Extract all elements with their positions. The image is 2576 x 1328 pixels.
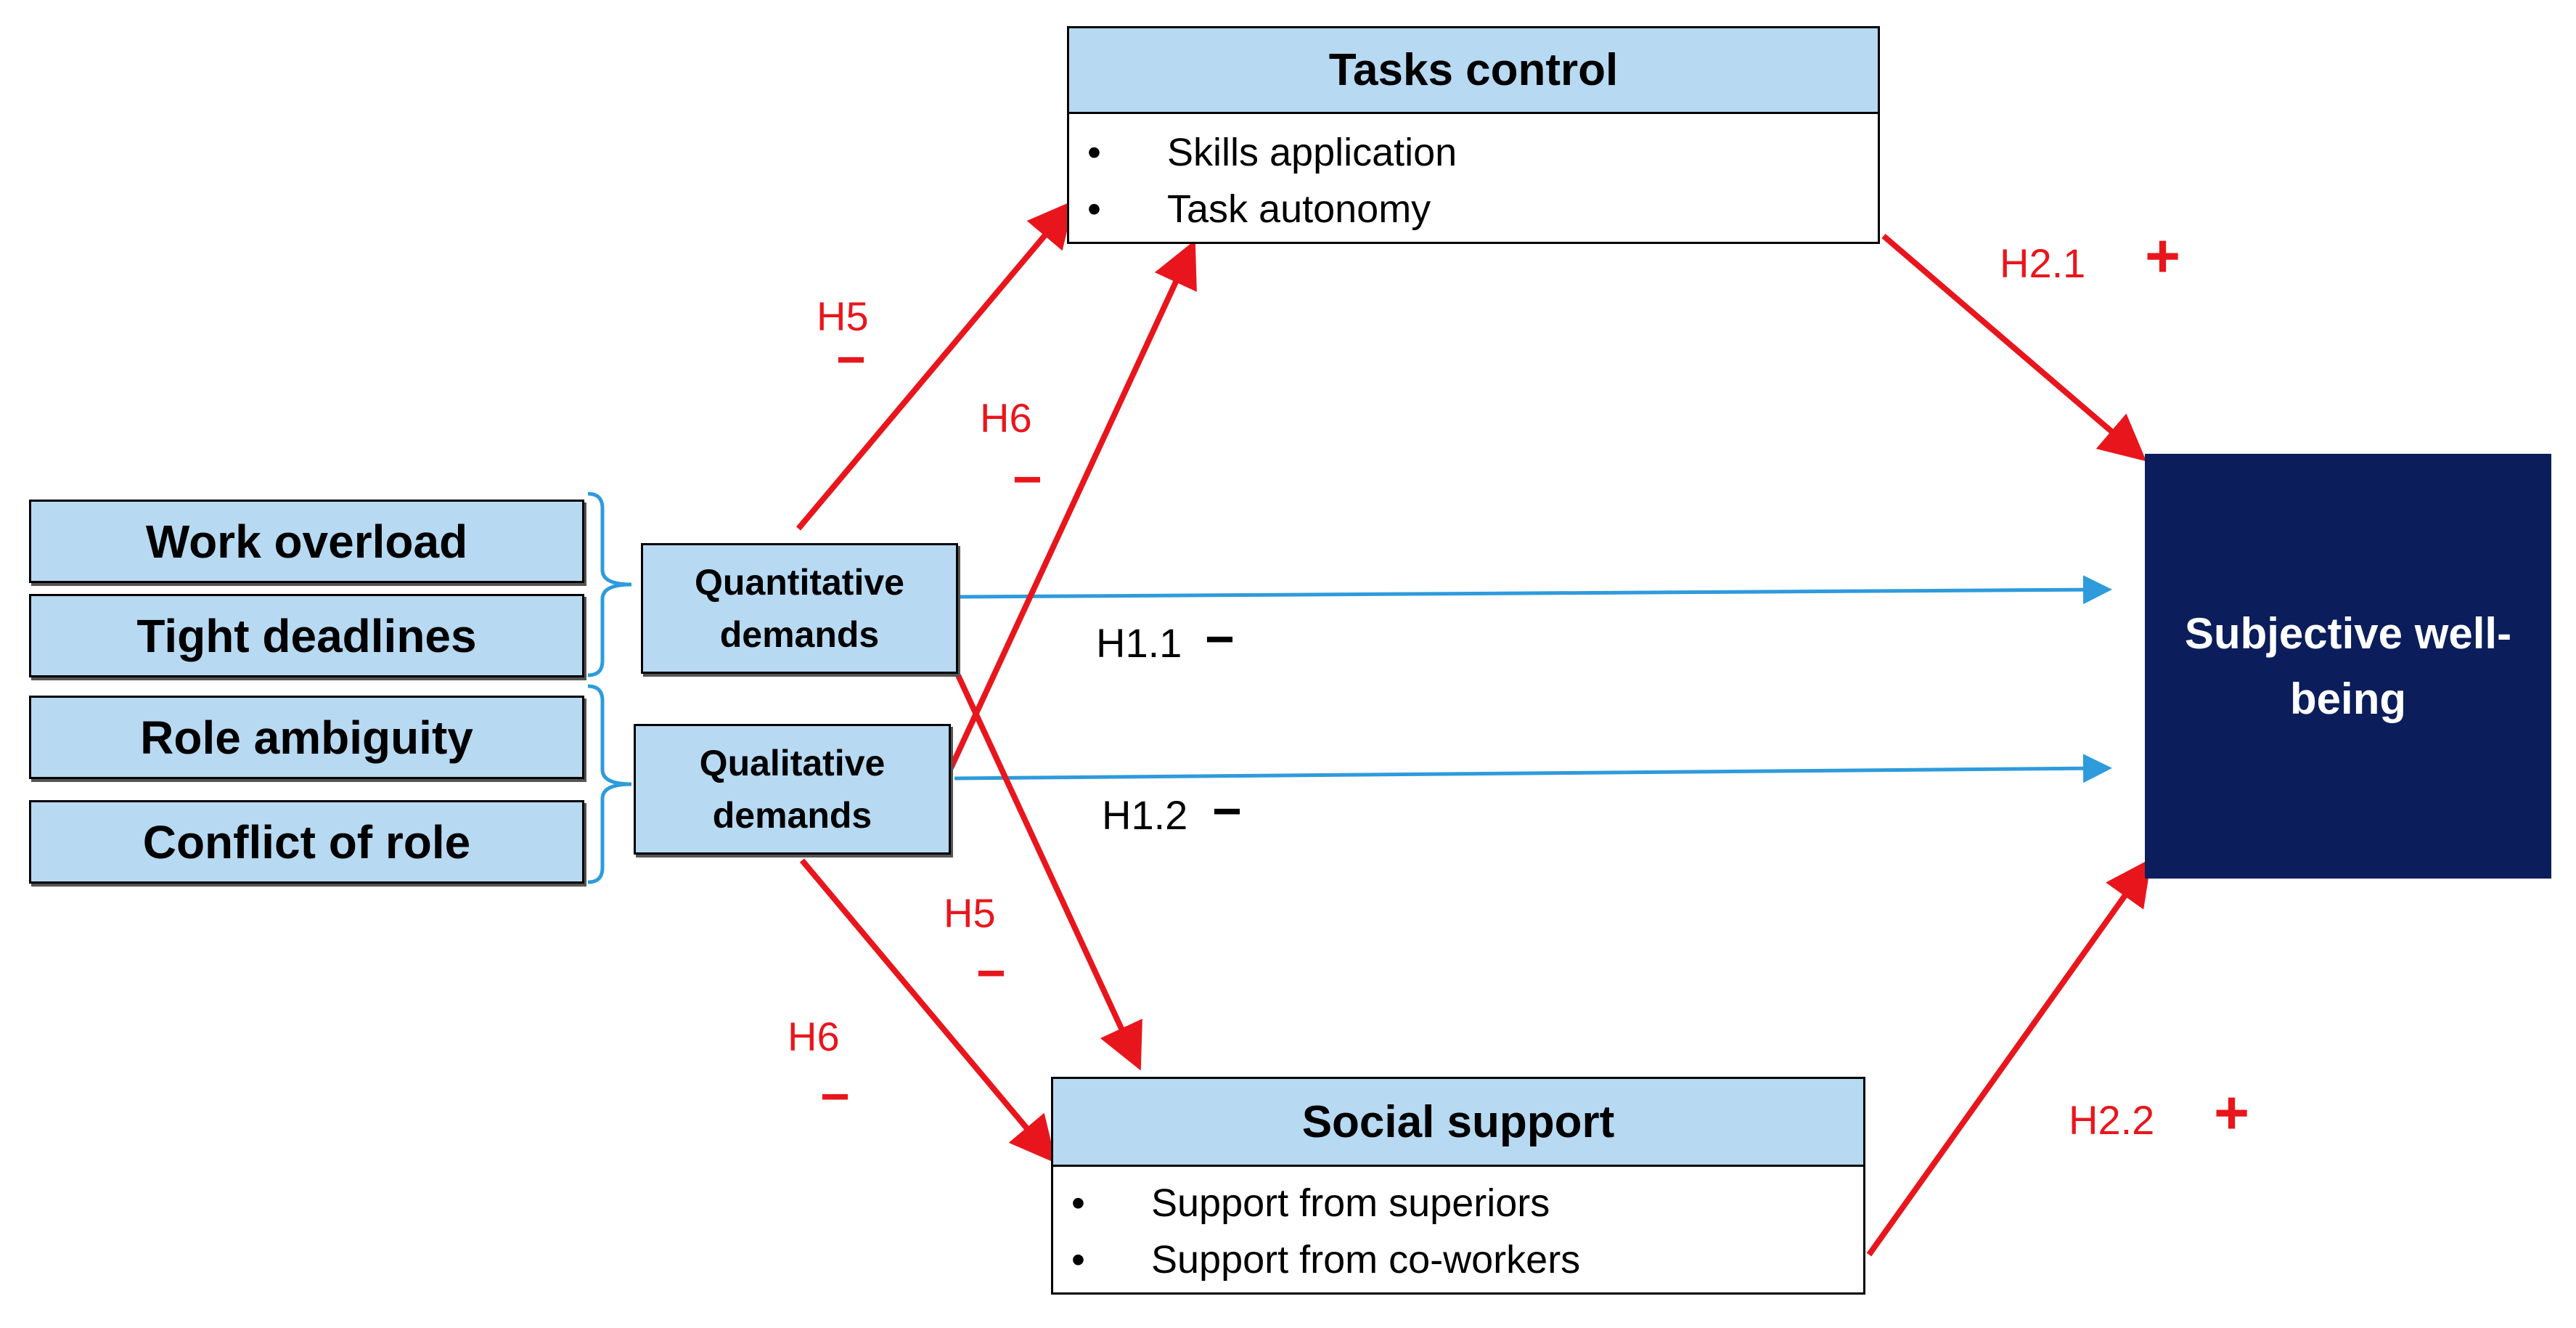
h1-1-label: H1.1 <box>1096 620 1182 666</box>
arrow-h5-top <box>796 200 1075 531</box>
support-coworkers-label: Support from co-workers <box>1151 1238 1581 1282</box>
arrow-h6-top <box>948 240 1197 770</box>
social-support-title: Social support <box>1053 1079 1863 1167</box>
tight-deadlines-box: Tight deadlines <box>29 594 584 677</box>
h2-1-label: H2.1 <box>2000 240 2086 286</box>
h5-bottom-label: H5 <box>944 890 996 936</box>
arrow-h1-2 <box>954 754 2112 783</box>
bracket-quantitative <box>587 492 632 677</box>
h5-bottom-sign: − <box>976 945 1006 1001</box>
h5-top-sign: − <box>836 331 866 388</box>
h2-1-sign: + <box>2145 221 2181 290</box>
bullet-icon: • <box>1087 187 1101 231</box>
work-overload-box: Work overload <box>29 500 584 583</box>
arrow-h2-2 <box>1866 858 2152 1257</box>
support-superiors-label: Support from superiors <box>1151 1181 1550 1225</box>
subjective-wellbeing-box: Subjective well- being <box>2145 454 2551 879</box>
h1-2-sign: − <box>1212 783 1242 839</box>
task-autonomy-label: Task autonomy <box>1167 187 1431 231</box>
role-ambiguity-box: Role ambiguity <box>29 696 584 779</box>
bullet-icon: • <box>1071 1181 1085 1225</box>
h2-2-label: H2.2 <box>2069 1097 2155 1143</box>
social-support-box: Social support • Support from superiors … <box>1051 1077 1865 1295</box>
qualitative-demands-box: Qualitative demands <box>634 724 951 855</box>
h1-1-sign: − <box>1205 611 1235 667</box>
h2-2-sign: + <box>2214 1078 2250 1146</box>
arrow-h5-bottom <box>955 674 1142 1071</box>
tasks-control-title: Tasks control <box>1069 28 1878 114</box>
arrow-h6-bottom <box>799 858 1057 1164</box>
arrow-h2-1 <box>1881 233 2147 462</box>
h6-bottom-sign: − <box>820 1068 850 1125</box>
bullet-icon: • <box>1087 131 1101 174</box>
arrow-h1-1 <box>957 575 2112 605</box>
h6-bottom-label: H6 <box>788 1014 840 1059</box>
h1-2-label: H1.2 <box>1102 792 1188 838</box>
bullet-icon: • <box>1071 1238 1085 1282</box>
quantitative-demands-box: Quantitative demands <box>641 543 958 674</box>
skills-application-label: Skills application <box>1167 131 1457 174</box>
h6-top-sign: − <box>1013 451 1042 508</box>
tasks-control-box: Tasks control • Skills application • Tas… <box>1067 26 1880 244</box>
conflict-of-role-box: Conflict of role <box>29 800 584 884</box>
bracket-qualitative <box>587 684 632 884</box>
h5-top-label: H5 <box>817 293 869 339</box>
h6-top-label: H6 <box>980 395 1032 441</box>
